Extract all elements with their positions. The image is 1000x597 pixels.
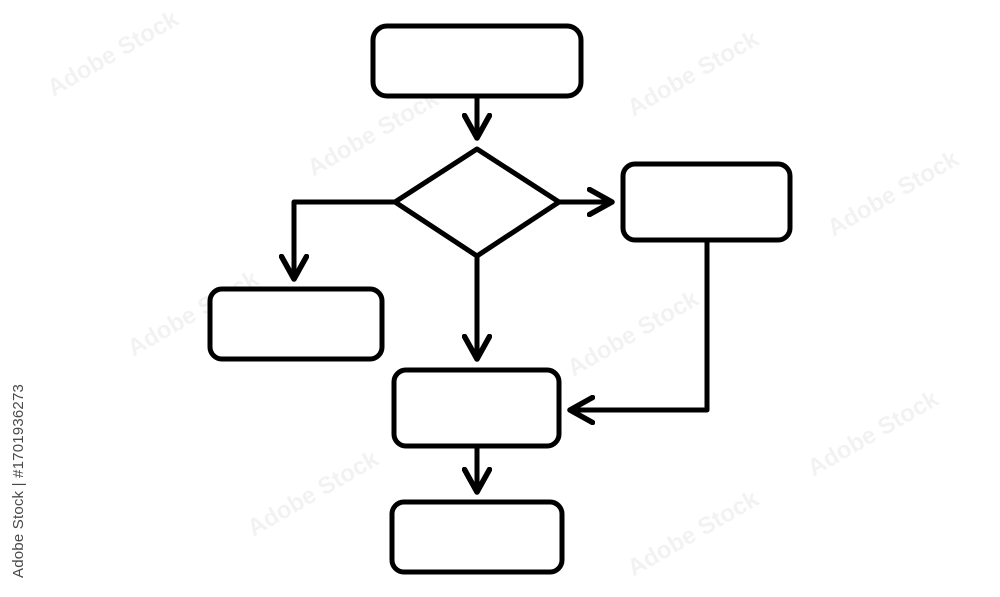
middle-box bbox=[391, 367, 562, 449]
right-box bbox=[620, 161, 793, 243]
decision-diamond bbox=[392, 146, 562, 259]
start-box bbox=[370, 23, 584, 99]
end-box bbox=[389, 499, 565, 575]
left-box bbox=[207, 286, 385, 362]
edge-right-to-middle bbox=[570, 237, 710, 410]
edge-decision-to-left bbox=[294, 199, 398, 279]
stock-watermark-id: Adobe Stock | #1701936273 bbox=[10, 383, 27, 578]
